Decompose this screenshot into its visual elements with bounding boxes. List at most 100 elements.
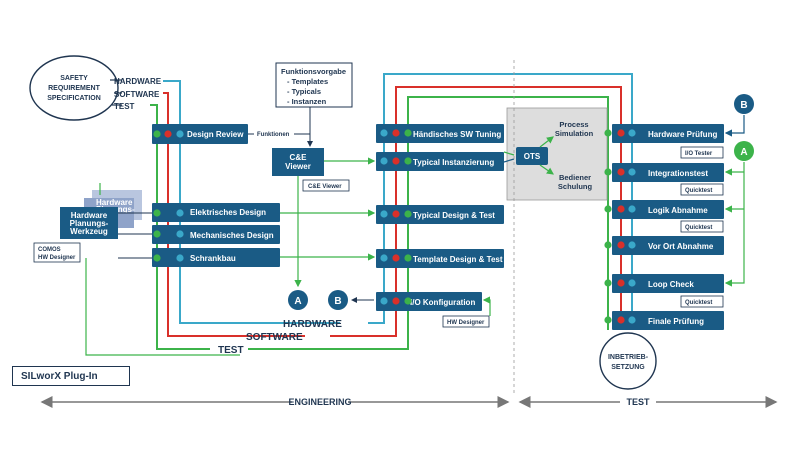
stream-label-test-top: TEST (114, 102, 135, 111)
stream-dot (628, 205, 636, 213)
quicktest-tag: Quicktest (685, 300, 712, 306)
funktionsvorgabe-title: Funktionsvorgabe (281, 67, 346, 76)
quicktest-tag: Quicktest (685, 188, 712, 194)
stream-dot (176, 130, 184, 138)
hardware-pruefung-box[interactable]: Hardware Prüfung (612, 124, 724, 143)
silworx-plugin-label: SILworX Plug-In (12, 366, 130, 386)
inbetriebsetzung-node: INBETRIEB- SETZUNG (599, 332, 657, 390)
template-design-test-label: Template Design & Test (413, 255, 503, 264)
funktionsvorgabe-box: Funktionsvorgabe - Templates - Typicals … (275, 62, 353, 108)
stream-dot (404, 157, 412, 165)
stream-label-software-bottom: SOFTWARE (246, 332, 303, 343)
comos-tag: COMOS HW Designer (33, 242, 81, 263)
funktionsvorgabe-item: - Typicals (287, 87, 321, 96)
stream-dots (153, 129, 636, 324)
logik-abnahme-box[interactable]: Logik Abnahme (612, 200, 724, 219)
connector-b-left: B (328, 290, 348, 310)
typical-instanzierung-label: Typical Instanzierung (413, 158, 494, 167)
ots-bediener-1: Bediener (559, 173, 591, 182)
mechanisches-design-label: Mechanisches Design (190, 231, 274, 240)
safety-line-1: SAFETY (60, 75, 88, 82)
safety-line-2: REQUIREMENT (48, 85, 100, 92)
stream-label-hardware-top: HARDWARE (114, 77, 162, 86)
stream-dot (392, 254, 400, 262)
stream-dot (628, 279, 636, 287)
hw-planung-stack: Hardware Planungs- Hardware Planungs- We… (60, 190, 142, 239)
comos-line-2: HW Designer (38, 255, 76, 261)
haendisches-sw-tuning-box[interactable]: Händisches SW Tuning (376, 124, 504, 143)
loop-check-label: Loop Check (648, 280, 694, 289)
template-design-test-box[interactable]: Template Design & Test (376, 249, 504, 268)
integrationstest-box[interactable]: Integrationstest (612, 163, 724, 182)
stream-dot (380, 210, 388, 218)
stream-dot (176, 230, 184, 238)
hw-planung-line-2: Planungs- (70, 219, 109, 228)
ce-viewer-box[interactable]: C&E Viewer (272, 148, 324, 176)
hw-planung-line-3: Werkzeug (70, 227, 108, 236)
stream-dot (404, 297, 412, 305)
stream-dot (392, 297, 400, 305)
haendisches-sw-tuning-label: Händisches SW Tuning (413, 130, 501, 139)
svg-text:A: A (740, 147, 747, 158)
safety-line-3: SPECIFICATION (47, 95, 101, 102)
schrankbau-box[interactable]: Schrankbau (152, 248, 280, 267)
funktionsvorgabe-item: - Templates (287, 77, 328, 86)
elektrisches-design-label: Elektrisches Design (190, 208, 266, 217)
mechanisches-design-box[interactable]: Mechanisches Design (152, 225, 280, 244)
ce-viewer-line-2: Viewer (285, 162, 311, 171)
connector-a-left: A (288, 290, 308, 310)
stream-label-software-top: SOFTWARE (114, 90, 160, 99)
stream-dot (392, 129, 400, 137)
design-review-box[interactable]: Design Review (152, 124, 248, 144)
comos-line-1: COMOS (38, 247, 61, 253)
stream-dot (628, 316, 636, 324)
ots-area: OTS Process Simulation Bediener Schulung (503, 107, 608, 201)
phase-engineering-label: ENGINEERING (288, 397, 351, 407)
ots-process-2: Simulation (555, 129, 594, 138)
logik-abnahme-label: Logik Abnahme (648, 206, 708, 215)
stream-dot (404, 254, 412, 262)
stream-dot (604, 205, 612, 213)
typical-design-test-box[interactable]: Typical Design & Test (376, 205, 504, 224)
stream-dot (628, 241, 636, 249)
stream-dot (380, 297, 388, 305)
inbetrieb-line-1: INBETRIEB- (608, 354, 649, 361)
finale-pruefung-box[interactable]: Finale Prüfung (612, 311, 724, 330)
quicktest-tag: Quicktest (685, 225, 712, 231)
stream-dot (628, 129, 636, 137)
stream-dot (404, 129, 412, 137)
finale-pruefung-label: Finale Prüfung (648, 317, 704, 326)
stream-dot (617, 316, 625, 324)
typical-instanzierung-box[interactable]: Typical Instanzierung (376, 152, 504, 171)
svg-text:A: A (294, 296, 301, 307)
ce-viewer-tag: C&E Viewer (308, 184, 342, 190)
ce-viewer-line-1: C&E (290, 153, 308, 162)
stream-dot (380, 254, 388, 262)
stream-dot (604, 129, 612, 137)
stream-dot (617, 241, 625, 249)
stream-dot (153, 230, 161, 238)
stream-dot (604, 241, 612, 249)
stream-dot (617, 168, 625, 176)
integrationstest-label: Integrationstest (648, 169, 708, 178)
io-konfiguration-label: I/O Konfiguration (410, 298, 475, 307)
safety-requirement-node: SAFETY REQUIREMENT SPECIFICATION (29, 55, 119, 121)
elektrisches-design-box[interactable]: Elektrisches Design (152, 203, 280, 222)
loop-check-box[interactable]: Loop Check (612, 274, 724, 293)
hw-planung-line-1: Hardware (71, 211, 108, 220)
stream-dot (380, 157, 388, 165)
phase-test-label: TEST (626, 397, 650, 407)
vor-ort-abnahme-box[interactable]: Vor Ort Abnahme (612, 236, 724, 255)
io-konfiguration-box[interactable]: I/O Konfiguration (376, 292, 482, 311)
connector-a-right: A (734, 141, 754, 161)
stream-dot (604, 168, 612, 176)
io-tester-tag: I/O Tester (685, 151, 713, 157)
funktionsvorgabe-item: - Instanzen (287, 97, 327, 106)
connector-b-right: B (734, 94, 754, 114)
stream-dot (153, 130, 161, 138)
stream-dot (392, 210, 400, 218)
stream-dot (617, 279, 625, 287)
stream-dot (604, 316, 612, 324)
stream-dot (164, 130, 172, 138)
